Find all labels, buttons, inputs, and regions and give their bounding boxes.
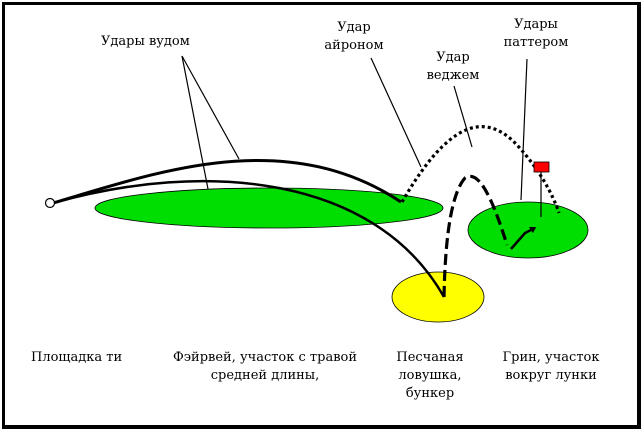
wedge-label: Удар веджем (426, 50, 480, 83)
wedge-leader-line (453, 85, 473, 148)
iron-shot (400, 125, 561, 214)
tee-ball-icon (44, 197, 56, 209)
wedge-shot (442, 174, 509, 298)
bunker-area (391, 271, 485, 323)
tee-label: Площадка ти (31, 350, 123, 365)
fairway-label: Фэйрвей, участок с травой средней длины, (172, 350, 358, 383)
drive-leader-line-1 (181, 55, 240, 160)
putter-leader-line (520, 58, 528, 201)
green-area (467, 201, 589, 259)
drive-shot-short (52, 179, 446, 298)
drive-label: Удары вудом (101, 34, 190, 49)
putter-label: Удары паттером (503, 17, 569, 50)
iron-leader-line (370, 57, 422, 168)
flag-icon (533, 161, 550, 173)
drive-shot-long (52, 158, 402, 205)
golf-hole-diagram (44, 55, 589, 323)
green-label: Грин, участок вокруг лунки (502, 350, 600, 383)
drive-leader-line-2 (181, 55, 209, 190)
iron-label: Удар айроном (324, 20, 384, 53)
bunker-label: Песчаная ловушка, бункер (396, 350, 464, 401)
putter-shot-arrow (529, 227, 536, 233)
fairway-area (94, 187, 444, 229)
